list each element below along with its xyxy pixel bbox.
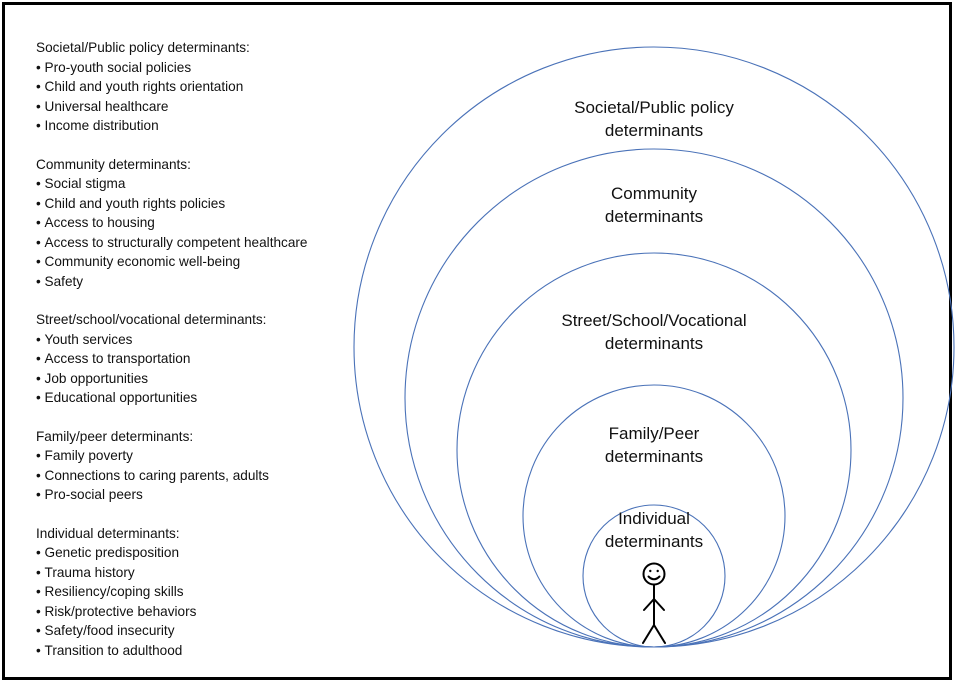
group-title: Street/school/vocational determinants: <box>36 312 267 327</box>
list-item: Child and youth rights policies <box>36 194 416 214</box>
individual-circle <box>582 504 726 648</box>
list-item: Risk/protective behaviors <box>36 602 416 622</box>
community-label-line1: Community <box>611 184 697 203</box>
group-item-list: Pro-youth social policies Child and yout… <box>36 58 416 136</box>
group-title: Community determinants: <box>36 156 191 172</box>
group-item-list: Genetic predisposition Trauma history Re… <box>36 543 416 660</box>
community-label-line2: determinants <box>605 207 703 226</box>
individual-label-line1: Individual <box>618 509 690 528</box>
list-item: Resiliency/coping skills <box>36 582 416 602</box>
list-item: Universal healthcare <box>36 97 416 117</box>
societal-label-line2: determinants <box>605 121 703 140</box>
list-item: Youth services <box>36 330 416 350</box>
circles-group <box>353 46 955 648</box>
list-item: Child and youth rights orientation <box>36 77 416 97</box>
list-item: Pro-social peers <box>36 485 416 505</box>
societal-determinants-group: Societal/Public policy determinants: Pro… <box>36 38 416 136</box>
family-label-line1: Family/Peer <box>609 424 700 443</box>
group-title: Individual determinants: <box>36 525 180 541</box>
determinants-list-panel: Societal/Public policy determinants: Pro… <box>36 38 416 679</box>
list-item: Income distribution <box>36 116 416 136</box>
list-item: Connections to caring parents, adults <box>36 466 416 486</box>
group-item-list: Youth services Access to transportation … <box>36 330 416 408</box>
list-item: Access to housing <box>36 213 416 233</box>
list-item: Job opportunities <box>36 369 416 389</box>
street-label-line1: Street/School/Vocational <box>561 311 746 330</box>
list-item: Family poverty <box>36 446 416 466</box>
street-school-vocational-determinants-group: Street/school/vocational determinants: Y… <box>36 310 416 408</box>
stick-figure-smiley-icon <box>642 562 666 644</box>
group-title: Family/peer determinants: <box>36 428 194 444</box>
community-determinants-group: Community determinants: Social stigma Ch… <box>36 155 416 292</box>
individual-determinants-group: Individual determinants: Genetic predisp… <box>36 524 416 661</box>
list-item: Genetic predisposition <box>36 543 416 563</box>
list-item: Access to structurally competent healthc… <box>36 233 416 253</box>
street-label-line2: determinants <box>605 334 703 353</box>
list-item: Trauma history <box>36 563 416 583</box>
family-label-line2: determinants <box>605 447 703 466</box>
individual-label-line2: determinants <box>605 532 703 551</box>
list-item: Social stigma <box>36 174 416 194</box>
list-item: Safety <box>36 272 416 292</box>
list-item: Transition to adulthood <box>36 641 416 661</box>
group-item-list: Family poverty Connections to caring par… <box>36 446 416 505</box>
family-peer-determinants-group: Family/peer determinants: Family poverty… <box>36 427 416 505</box>
group-item-list: Social stigma Child and youth rights pol… <box>36 174 416 291</box>
list-item: Access to transportation <box>36 349 416 369</box>
list-item: Safety/food insecurity <box>36 621 416 641</box>
list-item: Community economic well-being <box>36 252 416 272</box>
societal-label-line1: Societal/Public policy <box>574 98 734 117</box>
group-title: Societal/Public policy determinants: <box>36 40 250 55</box>
list-item: Educational opportunities <box>36 388 416 408</box>
list-item: Pro-youth social policies <box>36 58 416 78</box>
